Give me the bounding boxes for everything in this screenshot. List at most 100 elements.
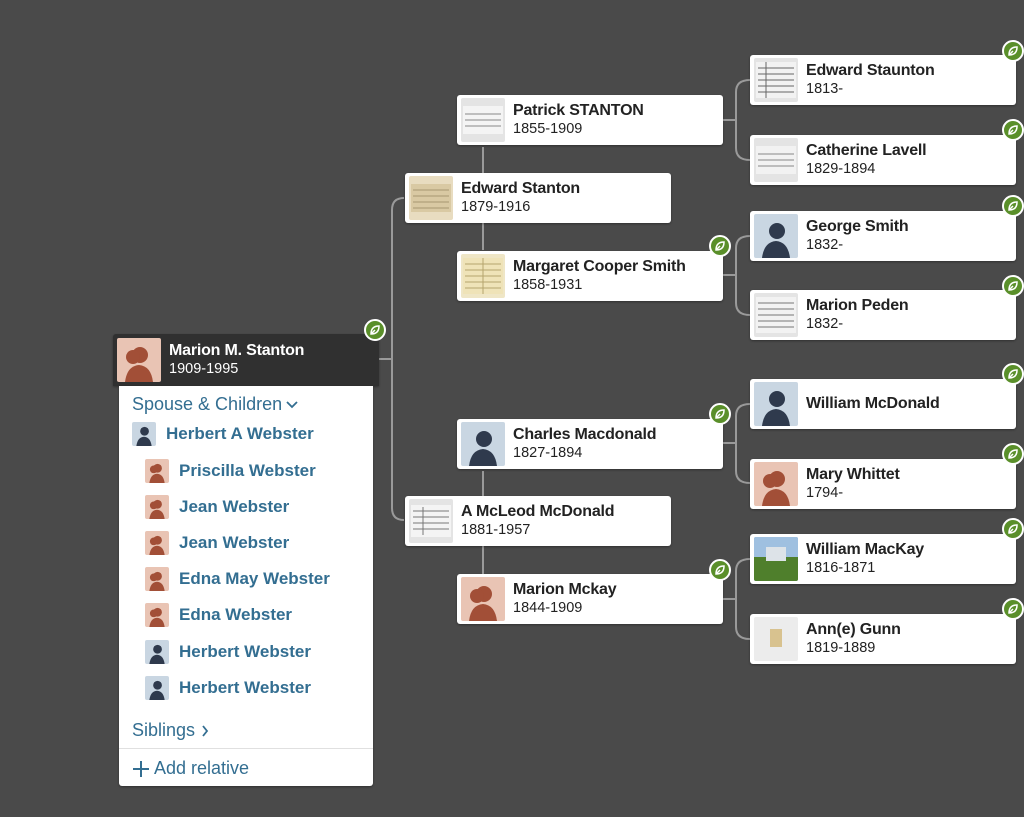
female-avatar-icon xyxy=(145,603,169,627)
person-card-margaret-cooper-smith[interactable]: Margaret Cooper Smith 1858-1931 xyxy=(457,251,723,301)
person-dates: 1879-1916 xyxy=(461,199,531,215)
hint-leaf-icon[interactable] xyxy=(364,319,386,341)
record-thumbnail-icon xyxy=(409,176,453,220)
person-name: Marion Peden xyxy=(806,297,909,314)
female-avatar-icon xyxy=(145,495,169,519)
female-avatar-icon xyxy=(754,462,798,506)
female-avatar-icon xyxy=(117,338,161,382)
person-dates: 1819-1889 xyxy=(806,640,876,656)
person-dates: 1909-1995 xyxy=(169,361,239,377)
person-dates: 1827-1894 xyxy=(513,445,583,461)
spouse-children-toggle[interactable]: Spouse & Children xyxy=(132,394,299,415)
spouse-link[interactable]: Herbert A Webster xyxy=(132,422,314,446)
hint-leaf-icon[interactable] xyxy=(1002,598,1024,620)
female-avatar-icon xyxy=(145,531,169,555)
person-card-charles-macdonald[interactable]: Charles Macdonald 1827-1894 xyxy=(457,419,723,469)
person-card-marion-mckay[interactable]: Marion Mckay 1844-1909 xyxy=(457,574,723,624)
person-card-edward-stanton[interactable]: Edward Stanton 1879-1916 xyxy=(405,173,671,223)
record-thumbnail-icon xyxy=(754,293,798,337)
child-name: Herbert Webster xyxy=(179,678,311,697)
person-card-catherine-lavell[interactable]: Catherine Lavell 1829-1894 xyxy=(750,135,1016,185)
hint-leaf-icon[interactable] xyxy=(709,403,731,425)
add-relative-button[interactable]: Add relative xyxy=(132,758,249,779)
person-name: Patrick STANTON xyxy=(513,102,644,119)
person-name: Edward Staunton xyxy=(806,62,935,79)
person-name: William McDonald xyxy=(806,395,940,412)
person-card-anne-gunn[interactable]: Ann(e) Gunn 1819-1889 xyxy=(750,614,1016,664)
spouse-name: Herbert A Webster xyxy=(166,424,314,443)
person-dates: 1855-1909 xyxy=(513,121,583,137)
photo-thumbnail-icon xyxy=(754,617,798,661)
panel-divider xyxy=(119,748,373,749)
plus-icon xyxy=(132,760,150,778)
hint-leaf-icon[interactable] xyxy=(709,559,731,581)
record-thumbnail-icon xyxy=(409,499,453,543)
hint-leaf-icon[interactable] xyxy=(1002,518,1024,540)
child-link[interactable]: Jean Webster xyxy=(145,495,289,519)
record-thumbnail-icon xyxy=(461,254,505,298)
child-name: Herbert Webster xyxy=(179,642,311,661)
child-link[interactable]: Priscilla Webster xyxy=(145,459,316,483)
person-name: Edward Stanton xyxy=(461,180,580,197)
person-card-marion-peden[interactable]: Marion Peden 1832- xyxy=(750,290,1016,340)
person-name: William MacKay xyxy=(806,541,924,558)
family-panel: Spouse & Children Herbert A Webster Pris… xyxy=(119,386,373,786)
child-link[interactable]: Herbert Webster xyxy=(145,676,311,700)
male-avatar-icon xyxy=(461,422,505,466)
hint-leaf-icon[interactable] xyxy=(1002,40,1024,62)
child-link[interactable]: Edna May Webster xyxy=(145,567,330,591)
hint-leaf-icon[interactable] xyxy=(1002,443,1024,465)
person-card-william-mackay[interactable]: William MacKay 1816-1871 xyxy=(750,534,1016,584)
person-dates: 1816-1871 xyxy=(806,560,876,576)
child-link[interactable]: Edna Webster xyxy=(145,603,292,627)
person-dates: 1881-1957 xyxy=(461,522,531,538)
male-avatar-icon xyxy=(145,676,169,700)
person-name: Catherine Lavell xyxy=(806,142,927,159)
add-relative-label: Add relative xyxy=(154,758,250,778)
siblings-toggle[interactable]: Siblings xyxy=(132,720,209,741)
person-name: Margaret Cooper Smith xyxy=(513,258,686,275)
person-name: Ann(e) Gunn xyxy=(806,621,901,638)
female-avatar-icon xyxy=(461,577,505,621)
record-thumbnail-icon xyxy=(754,138,798,182)
child-name: Jean Webster xyxy=(179,533,290,552)
chevron-right-icon xyxy=(201,724,209,738)
hint-leaf-icon[interactable] xyxy=(1002,195,1024,217)
hint-leaf-icon[interactable] xyxy=(1002,363,1024,385)
hint-leaf-icon[interactable] xyxy=(1002,275,1024,297)
male-avatar-icon xyxy=(145,640,169,664)
child-link[interactable]: Jean Webster xyxy=(145,531,289,555)
siblings-label: Siblings xyxy=(132,720,196,740)
person-dates: 1829-1894 xyxy=(806,161,876,177)
hint-leaf-icon[interactable] xyxy=(709,235,731,257)
person-dates: 1794- xyxy=(806,485,844,501)
child-name: Edna Webster xyxy=(179,605,293,624)
record-thumbnail-icon xyxy=(461,98,505,142)
person-card-a-mcleod-mcdonald[interactable]: A McLeod McDonald 1881-1957 xyxy=(405,496,671,546)
hint-leaf-icon[interactable] xyxy=(1002,119,1024,141)
person-name: Mary Whittet xyxy=(806,466,900,483)
child-link[interactable]: Herbert Webster xyxy=(145,640,311,664)
child-name: Edna May Webster xyxy=(179,569,330,588)
male-avatar-icon xyxy=(754,214,798,258)
person-name: Marion Mckay xyxy=(513,581,617,598)
person-card-edward-staunton[interactable]: Edward Staunton 1813- xyxy=(750,55,1016,105)
person-dates: 1832- xyxy=(806,316,844,332)
female-avatar-icon xyxy=(145,567,169,591)
female-avatar-icon xyxy=(145,459,169,483)
focus-person-card[interactable]: Marion M. Stanton 1909-1995 xyxy=(113,334,379,386)
chevron-down-icon xyxy=(285,400,299,410)
person-dates: 1858-1931 xyxy=(513,277,583,293)
photo-thumbnail-icon xyxy=(754,537,798,581)
person-card-patrick-stanton[interactable]: Patrick STANTON 1855-1909 xyxy=(457,95,723,145)
person-dates: 1832- xyxy=(806,237,844,253)
person-card-george-smith[interactable]: George Smith 1832- xyxy=(750,211,1016,261)
person-card-william-mcdonald[interactable]: William McDonald xyxy=(750,379,1016,429)
child-name: Jean Webster xyxy=(179,497,290,516)
person-dates: 1813- xyxy=(806,81,844,97)
person-name: George Smith xyxy=(806,218,909,235)
person-card-mary-whittet[interactable]: Mary Whittet 1794- xyxy=(750,459,1016,509)
person-name: Charles Macdonald xyxy=(513,426,657,443)
